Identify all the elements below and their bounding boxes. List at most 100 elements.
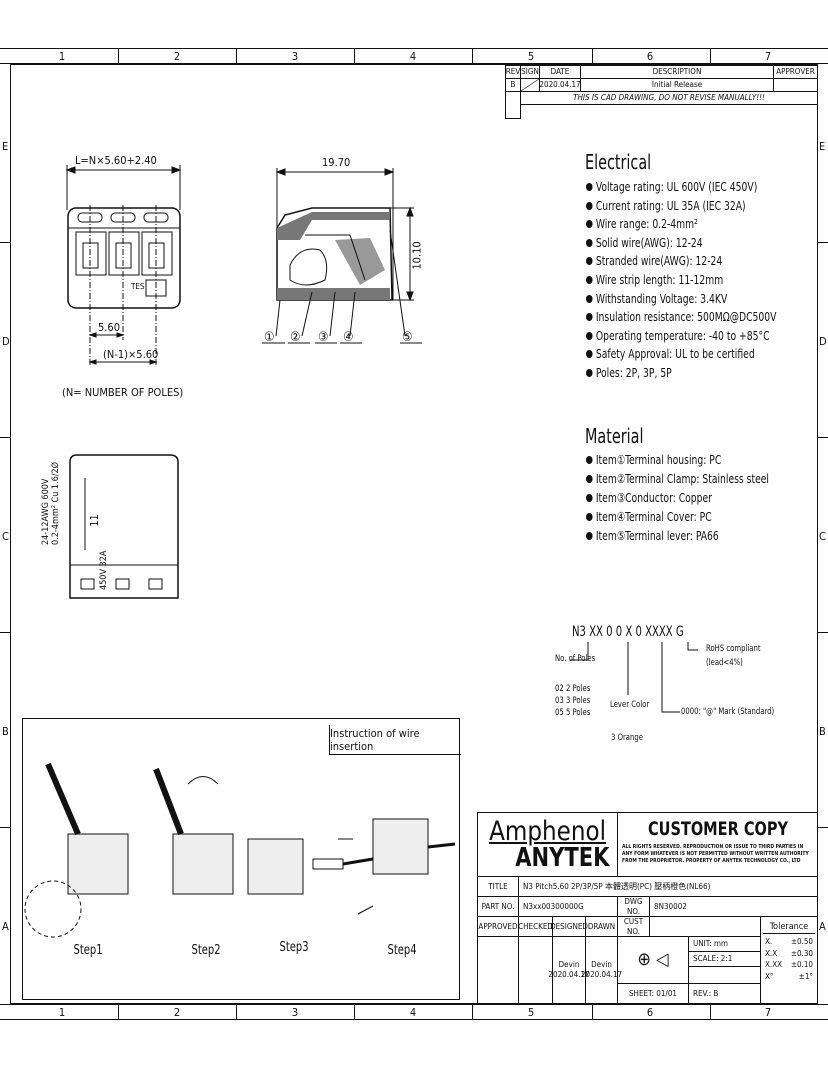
material-item: Item③Conductor: Copper [586, 490, 712, 505]
rights-notice: ALL RIGHTS RESERVED. REPRODUCTION OR ISS… [622, 844, 809, 864]
material-item: Item②Terminal Clamp: Stainless steel [586, 471, 769, 486]
bottom-zone-strip [0, 1004, 828, 1020]
top-view-label-3: 450V 32A [99, 550, 109, 590]
mark-option: 0000: "@" Mark (Standard) [681, 707, 775, 717]
approved-value [477, 936, 519, 1004]
instruction-title: Instruction of wire insertion [329, 725, 461, 755]
zone-divider [818, 827, 828, 828]
sign-slash [520, 78, 540, 92]
top-view-label-2: 0.2-4mm² Cu 1.6/2Ø [51, 461, 61, 545]
zone-col-bottom-1: 1 [58, 1006, 66, 1019]
zone-row-right-C: C [819, 530, 826, 543]
bullet-icon [586, 183, 593, 191]
material-item: Item⑤Terminal lever: PA66 [586, 528, 719, 543]
brand-anytek: ANYTEK [515, 843, 610, 873]
tolerance-row: X°±1° [765, 971, 813, 983]
bullet-icon [586, 369, 593, 377]
bullet-icon [586, 494, 593, 502]
zone-divider [818, 242, 828, 243]
item-number: ⑤ [616, 528, 626, 543]
zone-divider [354, 1004, 355, 1020]
bullet-icon [586, 513, 593, 521]
step4-illustration [357, 818, 456, 915]
rev-blank [505, 91, 521, 119]
zone-row-right-E: E [819, 140, 826, 153]
sign-header: SIGN [520, 65, 540, 79]
top-zone-strip [0, 48, 828, 64]
electrical-spec-item: Current rating: UL 35A (IEC 32A) [586, 198, 746, 213]
drawn-date: 2020.04.17 [580, 970, 623, 979]
zone-row-left-D: D [2, 335, 10, 348]
zone-divider [0, 242, 10, 243]
tolerance-value: ±1° [798, 971, 813, 981]
approved-header: APPROVED [477, 916, 519, 937]
zone-col-top-7: 7 [764, 50, 772, 63]
copyright-area: CUSTOMER COPY ALL RIGHTS RESERVED. REPRO… [618, 812, 818, 877]
rev-value: B [505, 78, 521, 92]
zone-col-bottom-6: 6 [646, 1006, 654, 1019]
spec-text: Withstanding Voltage: 3.4KV [595, 290, 728, 306]
date-value: 2020.04.17 [539, 78, 581, 92]
bullet-icon [586, 238, 593, 247]
item-prefix: Item [595, 509, 617, 524]
zone-divider [0, 437, 10, 438]
zone-divider [818, 632, 828, 633]
unit-value: UNIT: mm [688, 936, 761, 952]
projection-symbol-icon: ⊕ ◁ [617, 936, 689, 984]
scale-spacer [688, 966, 761, 984]
lever-color-option: 3 Orange [611, 733, 643, 743]
zone-divider [472, 48, 473, 64]
callout-3: ③ [318, 330, 329, 345]
strip-length-mark: 11 [87, 514, 101, 527]
drawing-frame [10, 64, 818, 1004]
section-view [262, 168, 422, 344]
electrical-spec-item: Poles: 2P, 3P, 5P [586, 365, 672, 380]
bullet-icon [586, 313, 593, 322]
zone-col-top-6: 6 [646, 50, 654, 63]
zone-row-left-E: E [2, 140, 9, 153]
pole-option-05: 05 5 Poles [555, 708, 591, 718]
electrical-title: Electrical [585, 150, 652, 174]
electrical-spec-item: Voltage rating: UL 600V (IEC 450V) [586, 179, 757, 194]
pole-option-02: 02 2 Poles [555, 684, 591, 694]
zone-divider [0, 827, 10, 828]
electrical-spec-item: Operating temperature: -40 to +85°C [586, 328, 770, 343]
zone-col-bottom-2: 2 [173, 1006, 181, 1019]
tes-mark: TES [131, 282, 145, 291]
zone-divider [118, 48, 119, 64]
bullet-icon [586, 201, 593, 210]
bullet-icon [586, 456, 593, 464]
sheet-value: SHEET: 01/01 [617, 983, 689, 1004]
title-value: N3 Pitch5.60 2P/3P/5P 本體透明(PC) 壓柄橙色(NL66… [518, 876, 818, 897]
item-text: Terminal Clamp: Stainless steel [625, 471, 769, 486]
item-prefix: Item [595, 452, 617, 467]
callout-4: ④ [343, 330, 354, 345]
item-number: ④ [616, 509, 626, 524]
drawn-header: DRAWN [585, 916, 618, 937]
part-code: N3 XX 0 0 X 0 XXXX G [572, 624, 684, 640]
electrical-spec-item: Insulation resistance: 500MΩ@DC500V [586, 309, 776, 324]
zone-divider [710, 48, 711, 64]
cad-warning: THIS IS CAD DRAWING, DO NOT REVISE MANUA… [520, 91, 818, 105]
approver-value [773, 78, 818, 92]
step4-label: Step4 [387, 943, 417, 958]
tolerance-precision: X.X [765, 948, 778, 958]
cust-no-value [649, 916, 761, 937]
spec-text: Voltage rating: UL 600V (IEC 450V) [595, 179, 758, 194]
item-number: ③ [616, 490, 626, 505]
zone-row-left-C: C [2, 530, 9, 543]
rev-header: REV [505, 65, 521, 79]
bullet-icon [586, 475, 593, 483]
item-prefix: Item [595, 490, 617, 505]
zone-col-top-5: 5 [527, 50, 535, 63]
material-item: Item④Terminal Cover: PC [586, 509, 712, 524]
dwg-no-value: 8N30002 [649, 896, 818, 917]
description-value: Initial Release [580, 78, 774, 92]
front-view [65, 165, 182, 365]
zone-col-top-4: 4 [409, 50, 417, 63]
checked-header: CHECKED [518, 916, 553, 937]
poles-label: No. of Poles [555, 654, 596, 664]
bullet-icon [586, 220, 593, 229]
